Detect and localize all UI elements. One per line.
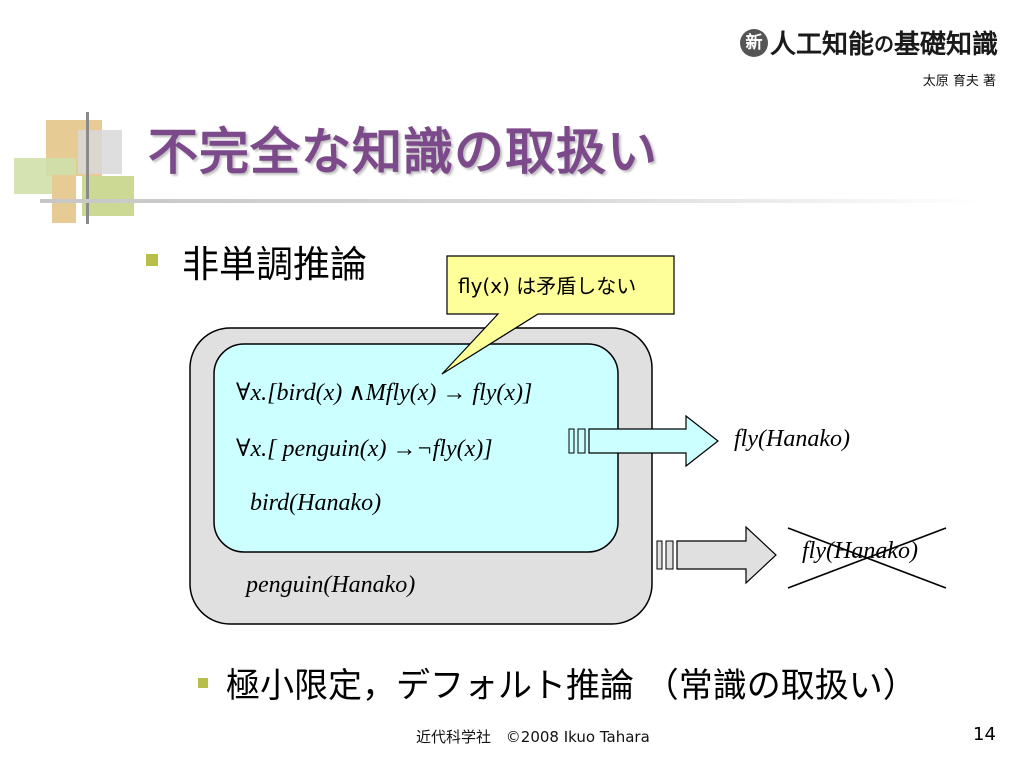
fact-penguin-hanako: penguin(Hanako)	[246, 572, 416, 598]
rule-default-flying: ∀x.[bird(x) ∧Mfly(x) → fly(x)]	[236, 380, 533, 406]
footer-copyright: ©2008 Ikuo Tahara	[505, 728, 650, 746]
bullet-marker-2	[198, 678, 208, 688]
brand-particle: の	[873, 32, 894, 56]
callout-bubble	[441, 255, 675, 375]
brand-badge: 新	[739, 28, 768, 57]
retracted-conclusion-fly-hanako: fly(Hanako)	[802, 538, 918, 564]
decor-square-gray	[78, 130, 122, 174]
cross-out-mark	[787, 527, 947, 589]
bullet-2-text: 極小限定，デフォルト推論 （常識の取扱い）	[226, 666, 917, 706]
fact-bird-hanako: bird(Hanako)	[250, 490, 382, 516]
page-number: 14	[973, 724, 996, 745]
brand-title: 新 人工知能 の 基礎知識	[739, 24, 998, 61]
footer: 近代科学社 ©2008 Ikuo Tahara	[416, 726, 650, 747]
conclusion-fly-hanako: fly(Hanako)	[734, 426, 850, 452]
author-label: 太原 育夫 著	[922, 74, 996, 89]
inference-arrow	[568, 414, 719, 468]
bullet-marker-1	[146, 254, 158, 266]
blocked-inference-arrow	[656, 525, 777, 585]
decor-vertical-line	[86, 112, 89, 224]
brand-tail: 基礎知識	[893, 30, 998, 60]
title-divider	[40, 199, 980, 203]
footer-publisher: 近代科学社	[416, 728, 492, 746]
decor-square-olive	[82, 176, 134, 216]
bullet-1-text: 非単調推論	[182, 243, 367, 286]
callout-text: fly(x) は矛盾しない	[458, 274, 637, 298]
rule-penguin-not-fly: ∀x.[ penguin(x) →¬fly(x)]	[236, 436, 493, 462]
slide-title: 不完全な知識の取扱い	[148, 123, 658, 181]
brand-main: 人工知能	[769, 30, 874, 60]
